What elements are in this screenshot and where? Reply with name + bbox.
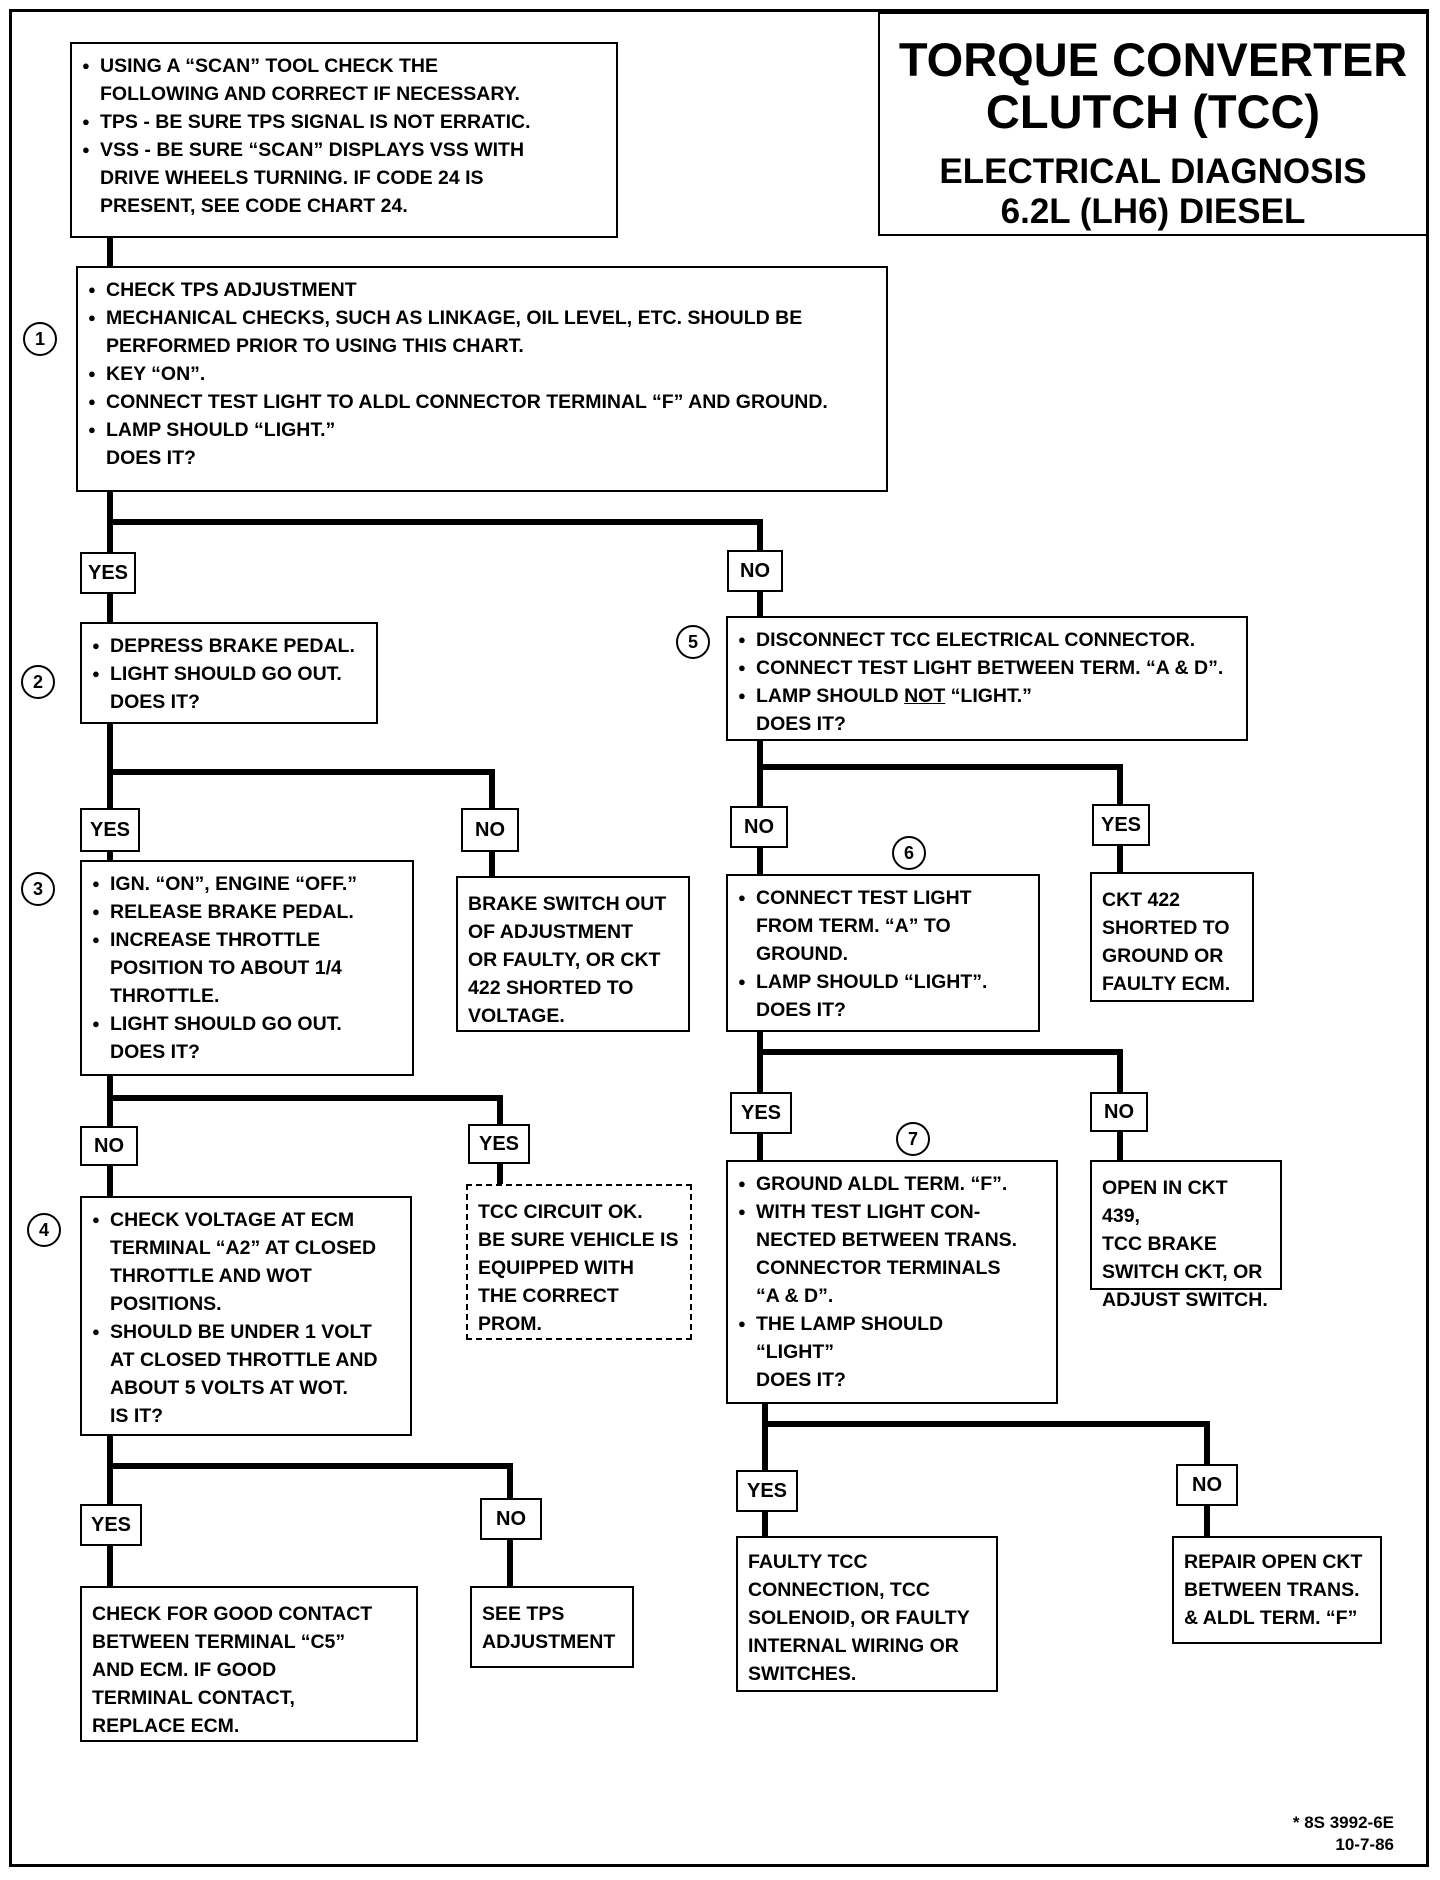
step-2-item: DEPRESS BRAKE PEDAL. bbox=[92, 632, 366, 660]
step-5-item: CONNECT TEST LIGHT BETWEEN TERM. “A & D”… bbox=[738, 654, 1236, 682]
step-5-lamp-not: NOT bbox=[904, 685, 946, 707]
result-see-tps-text: SEE TPS ADJUSTMENT bbox=[482, 1603, 616, 1653]
step-1-item: LAMP SHOULD “LIGHT.” bbox=[88, 416, 876, 444]
step-3-question: DOES IT? bbox=[110, 1041, 200, 1063]
step-7-item: WITH TEST LIGHT CON- NECTED BETWEEN TRAN… bbox=[738, 1198, 1046, 1310]
step-1-no-label: NO bbox=[727, 550, 783, 592]
step-5-no-label: NO bbox=[730, 806, 788, 848]
step-6-box: CONNECT TEST LIGHT FROM TERM. “A” TO GRO… bbox=[726, 874, 1040, 1032]
result-faulty-tcc-text: FAULTY TCC CONNECTION, TCC SOLENOID, OR … bbox=[748, 1551, 970, 1685]
step-1-item: CHECK TPS ADJUSTMENT bbox=[88, 276, 876, 304]
step-5-box: DISCONNECT TCC ELECTRICAL CONNECTOR. CON… bbox=[726, 616, 1248, 741]
step-4-question: IS IT? bbox=[110, 1405, 164, 1427]
step-4-no-label: NO bbox=[480, 1498, 542, 1540]
step-1-item: KEY “ON”. bbox=[88, 360, 876, 388]
step-7-yes-label: YES bbox=[736, 1470, 798, 1512]
step-7-item: GROUND ALDL TERM. “F”. bbox=[738, 1170, 1046, 1198]
step-6-item: LAMP SHOULD “LIGHT”. bbox=[738, 968, 1028, 996]
step-1-yes-label: YES bbox=[80, 552, 136, 594]
result-repair-open-text: REPAIR OPEN CKT BETWEEN TRANS. & ALDL TE… bbox=[1184, 1551, 1363, 1629]
step-5-item: LAMP SHOULD NOT “LIGHT.” bbox=[738, 682, 1236, 710]
scan-item: TPS - BE SURE TPS SIGNAL IS NOT ERRATIC. bbox=[82, 108, 606, 136]
result-open-ckt-439-text: OPEN IN CKT 439, TCC BRAKE SWITCH CKT, O… bbox=[1102, 1177, 1268, 1311]
step-3-yes-label: YES bbox=[468, 1124, 530, 1164]
chart-title-block: TORQUE CONVERTER CLUTCH (TCC) ELECTRICAL… bbox=[878, 12, 1426, 236]
result-good-contact: CHECK FOR GOOD CONTACT BETWEEN TERMINAL … bbox=[80, 1586, 418, 1742]
step-1-item: CONNECT TEST LIGHT TO ALDL CONNECTOR TER… bbox=[88, 388, 876, 416]
step-6-no-label: NO bbox=[1090, 1092, 1148, 1132]
step-3-box: IGN. “ON”, ENGINE “OFF.” RELEASE BRAKE P… bbox=[80, 860, 414, 1076]
step-2-no-label: NO bbox=[461, 808, 519, 852]
step-2-item: LIGHT SHOULD GO OUT. bbox=[92, 660, 366, 688]
scan-item: VSS - BE SURE “SCAN” DISPLAYS VSS WITH D… bbox=[82, 136, 606, 220]
step-3-item: INCREASE THROTTLE POSITION TO ABOUT 1/4 … bbox=[92, 926, 402, 1010]
step-4-marker: 4 bbox=[27, 1213, 61, 1247]
scan-tool-box: USING A “SCAN” TOOL CHECK THE FOLLOWING … bbox=[70, 42, 618, 238]
step-6-yes-label: YES bbox=[730, 1092, 792, 1134]
result-tcc-circuit-ok-text: TCC CIRCUIT OK. BE SURE VEHICLE IS EQUIP… bbox=[478, 1201, 679, 1335]
result-ckt-422: CKT 422 SHORTED TO GROUND OR FAULTY ECM. bbox=[1090, 872, 1254, 1002]
step-1-box: CHECK TPS ADJUSTMENT MECHANICAL CHECKS, … bbox=[76, 266, 888, 492]
step-1-item: MECHANICAL CHECKS, SUCH AS LINKAGE, OIL … bbox=[88, 304, 876, 360]
step-5-marker: 5 bbox=[676, 625, 710, 659]
chart-subtitle: ELECTRICAL DIAGNOSIS 6.2L (LH6) DIESEL bbox=[939, 152, 1367, 231]
step-3-item: RELEASE BRAKE PEDAL. bbox=[92, 898, 402, 926]
document-number: * 8S 3992-6E bbox=[1292, 1813, 1394, 1832]
result-good-contact-text: CHECK FOR GOOD CONTACT BETWEEN TERMINAL … bbox=[92, 1603, 373, 1737]
step-5-lamp-prefix: LAMP SHOULD bbox=[756, 685, 905, 707]
step-2-box: DEPRESS BRAKE PEDAL. LIGHT SHOULD GO OUT… bbox=[80, 622, 378, 724]
step-2-yes-label: YES bbox=[80, 808, 140, 852]
step-7-box: GROUND ALDL TERM. “F”. WITH TEST LIGHT C… bbox=[726, 1160, 1058, 1404]
step-4-item: CHECK VOLTAGE AT ECM TERMINAL “A2” AT CL… bbox=[92, 1206, 400, 1318]
step-6-item: CONNECT TEST LIGHT FROM TERM. “A” TO GRO… bbox=[738, 884, 1028, 968]
step-1-question: DOES IT? bbox=[106, 447, 196, 469]
result-repair-open: REPAIR OPEN CKT BETWEEN TRANS. & ALDL TE… bbox=[1172, 1536, 1382, 1644]
result-open-ckt-439: OPEN IN CKT 439, TCC BRAKE SWITCH CKT, O… bbox=[1090, 1160, 1282, 1311]
step-2-marker: 2 bbox=[21, 665, 55, 699]
step-7-marker: 7 bbox=[896, 1122, 930, 1156]
result-brake-switch-text: BRAKE SWITCH OUT OF ADJUSTMENT OR FAULTY… bbox=[468, 893, 667, 1027]
step-7-item: THE LAMP SHOULD “LIGHT” bbox=[738, 1310, 1046, 1366]
step-7-question: DOES IT? bbox=[756, 1369, 846, 1391]
scan-item: USING A “SCAN” TOOL CHECK THE FOLLOWING … bbox=[82, 52, 606, 108]
step-3-marker: 3 bbox=[21, 872, 55, 906]
step-3-item: IGN. “ON”, ENGINE “OFF.” bbox=[92, 870, 402, 898]
step-6-marker: 6 bbox=[892, 836, 926, 870]
step-4-item: SHOULD BE UNDER 1 VOLT AT CLOSED THROTTL… bbox=[92, 1318, 400, 1402]
page-frame bbox=[9, 9, 1429, 1867]
step-3-item: LIGHT SHOULD GO OUT. bbox=[92, 1010, 402, 1038]
result-see-tps: SEE TPS ADJUSTMENT bbox=[470, 1586, 634, 1668]
result-tcc-circuit-ok: TCC CIRCUIT OK. BE SURE VEHICLE IS EQUIP… bbox=[466, 1184, 692, 1340]
step-6-question: DOES IT? bbox=[756, 999, 846, 1021]
step-1-marker: 1 bbox=[23, 322, 57, 356]
document-reference: * 8S 3992-6E 10-7-86 bbox=[1293, 1812, 1394, 1856]
step-5-question: DOES IT? bbox=[756, 713, 846, 735]
step-5-item: DISCONNECT TCC ELECTRICAL CONNECTOR. bbox=[738, 626, 1236, 654]
step-4-yes-label: YES bbox=[80, 1504, 142, 1546]
step-7-no-label: NO bbox=[1176, 1464, 1238, 1506]
step-2-question: DOES IT? bbox=[110, 691, 200, 713]
step-5-lamp-suffix: “LIGHT.” bbox=[945, 685, 1032, 707]
result-ckt-422-text: CKT 422 SHORTED TO GROUND OR FAULTY ECM. bbox=[1102, 889, 1231, 995]
step-3-no-label: NO bbox=[80, 1126, 138, 1166]
chart-title: TORQUE CONVERTER CLUTCH (TCC) bbox=[898, 33, 1408, 138]
result-faulty-tcc: FAULTY TCC CONNECTION, TCC SOLENOID, OR … bbox=[736, 1536, 998, 1692]
step-4-box: CHECK VOLTAGE AT ECM TERMINAL “A2” AT CL… bbox=[80, 1196, 412, 1436]
step-5-yes-label: YES bbox=[1092, 804, 1150, 846]
result-brake-switch: BRAKE SWITCH OUT OF ADJUSTMENT OR FAULTY… bbox=[456, 876, 690, 1032]
document-date: 10-7-86 bbox=[1335, 1835, 1394, 1854]
